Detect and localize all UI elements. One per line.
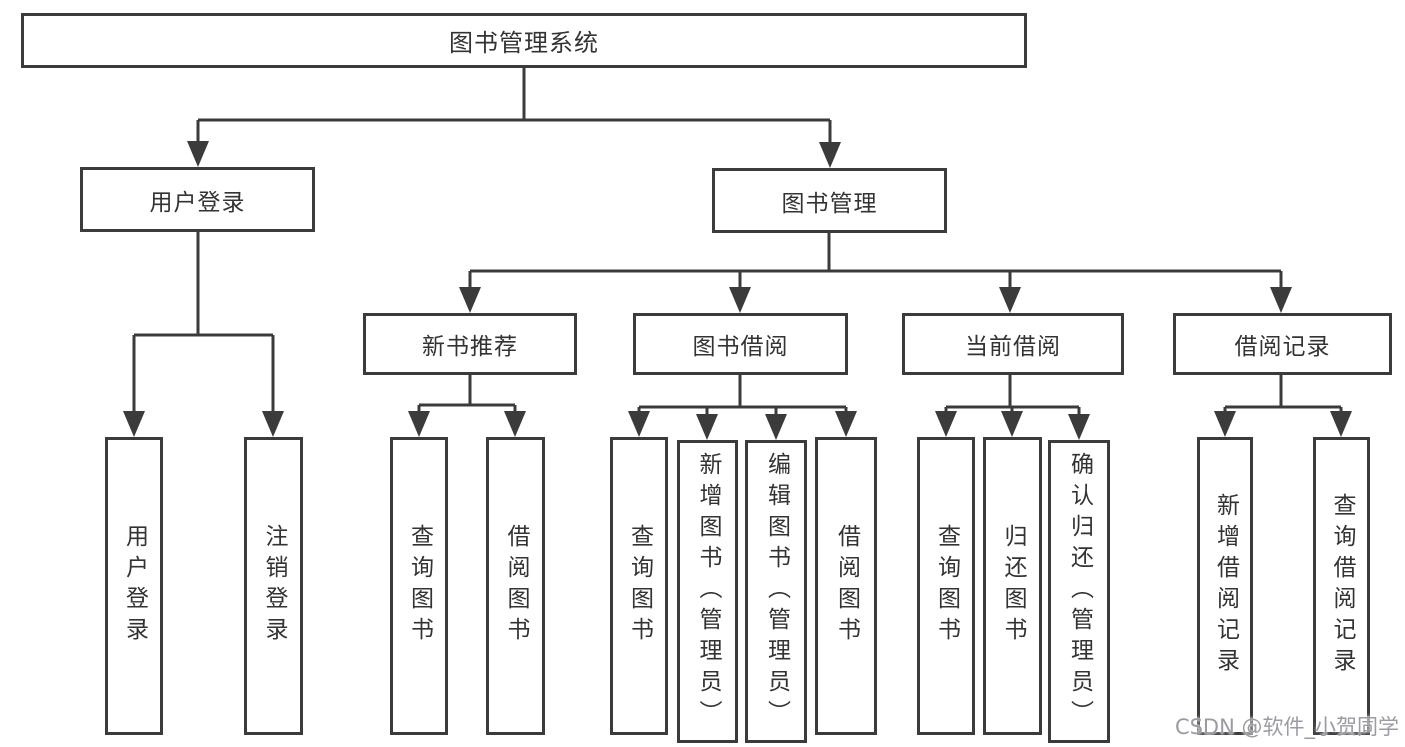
leaf-add-borrow-record: 新增借阅记录	[1197, 437, 1253, 735]
node-borrow-records: 借阅记录	[1173, 313, 1392, 375]
leaf-borrow-books-borrow: 借阅图书	[815, 437, 877, 735]
leaf-query-borrow-record: 查询借阅记录	[1313, 437, 1370, 735]
leaf-return-books: 归还图书	[983, 437, 1042, 735]
leaf-confirm-return-admin: 确认归还（管理员）	[1048, 440, 1110, 743]
leaf-logout: 注销登录	[244, 437, 303, 735]
node-book-management: 图书管理	[712, 168, 947, 233]
arrowheads	[123, 141, 1352, 440]
node-user-login: 用户登录	[80, 167, 315, 232]
leaf-user-login: 用户登录	[105, 437, 163, 735]
csdn-watermark: CSDN @软件_小贺同学	[1174, 715, 1399, 739]
leaf-add-books-admin: 新增图书（管理员）	[677, 440, 738, 743]
leaf-query-books-recommend: 查询图书	[390, 437, 448, 735]
node-current-borrow: 当前借阅	[902, 313, 1124, 375]
node-new-book-recommend: 新书推荐	[363, 313, 577, 375]
leaf-query-books-current: 查询图书	[917, 437, 975, 735]
leaf-edit-books-admin: 编辑图书（管理员）	[745, 440, 807, 743]
leaf-borrow-books-recommend: 借阅图书	[486, 437, 545, 735]
node-book-borrow: 图书借阅	[633, 313, 848, 375]
node-library-management-system: 图书管理系统	[21, 13, 1027, 68]
leaf-query-books-borrow: 查询图书	[610, 437, 668, 735]
